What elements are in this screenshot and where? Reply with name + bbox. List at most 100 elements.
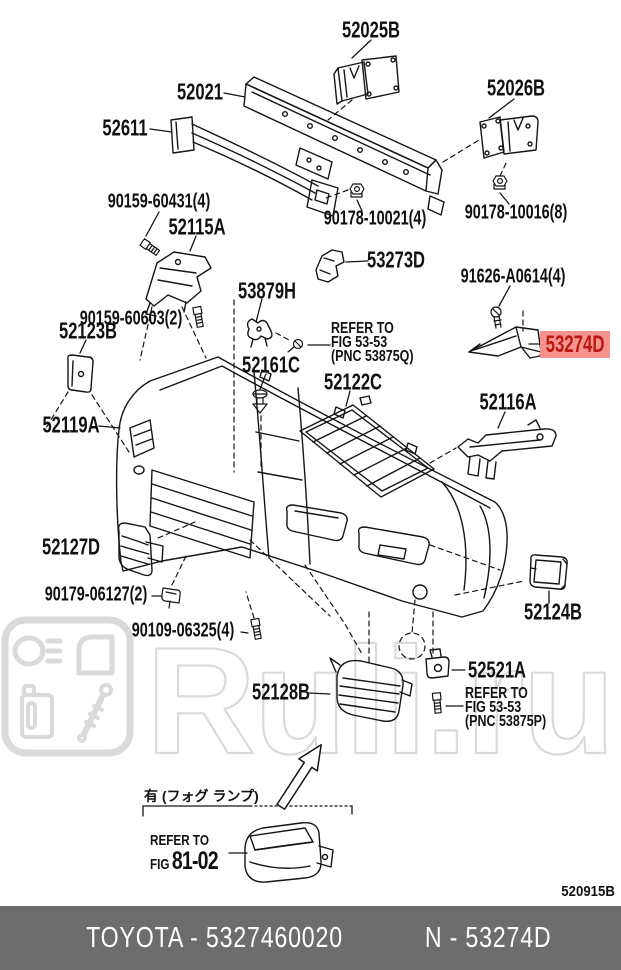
part-label-text: 90109-06325(4): [131, 619, 235, 642]
part-label-text: 90179-06127(2): [44, 583, 148, 606]
part-label-text: 90159-60603(2): [79, 307, 183, 330]
part-drawing-53273d: [315, 249, 345, 283]
part-label-text: 52119A: [42, 411, 100, 438]
part-label-text: 52116A: [479, 388, 537, 415]
part-label-52128b[interactable]: 52128B: [241, 679, 322, 706]
part-label-53273d[interactable]: 53273D: [356, 247, 437, 274]
part-drawing-52122c: [299, 395, 435, 498]
part-label-53274d-highlighted[interactable]: 53274D: [540, 331, 610, 358]
part-drawing-52127d: [117, 522, 164, 577]
part-label-52025b[interactable]: 52025B: [331, 17, 412, 44]
nut-icon-90178-10016: [492, 175, 508, 190]
refer-note-53875p: REFER TO FIG 53-53 (PNC 53875P): [465, 685, 569, 730]
fog-lamp-section-label: 有 (フォグ ランプ): [144, 788, 259, 804]
part-label-52116a[interactable]: 52116A: [468, 389, 547, 416]
car-door-icon: [76, 634, 115, 676]
part-label-text: 52521A: [467, 656, 527, 683]
leader-lines: [79, 39, 550, 854]
part-label-text: 90159-60431(4): [107, 190, 211, 213]
part-label-52127d[interactable]: 52127D: [31, 534, 112, 561]
headlight-icon: [12, 635, 46, 667]
part-label-52124b[interactable]: 52124B: [513, 599, 594, 626]
part-drawing-53879h: [246, 318, 273, 348]
part-drawing-52128b: [329, 657, 413, 722]
part-label-90178-10021[interactable]: 90178-10021(4): [304, 208, 446, 231]
oil-can-icon: [20, 684, 54, 739]
part-label-52611[interactable]: 52611: [94, 115, 157, 142]
footer-part-number: TOYOTA - 5327460020: [85, 921, 343, 954]
refer-note-53875q: REFER TO FIG 53-53 (PNC 53875Q): [331, 320, 437, 365]
part-drawing-52116a: [457, 419, 557, 480]
refer-note-line: REFER TO: [465, 685, 528, 702]
part-label-52026b[interactable]: 52026B: [476, 75, 557, 102]
footer-bar: TOYOTA - 5327460020 N - 53274D: [0, 906, 621, 970]
refer-note-line: (PNC 53875P): [465, 713, 547, 730]
footer-pnc-code: N - 53274D: [424, 921, 552, 954]
part-label-text: 52127D: [41, 533, 101, 560]
part-label-text: 90178-10021(4): [323, 207, 427, 230]
part-label-text: 52122C: [323, 368, 383, 395]
part-label-52115a[interactable]: 52115A: [157, 214, 236, 241]
bolt-icon-90159-60431: [139, 238, 161, 256]
part-label-90179-06127[interactable]: 90179-06127(2): [25, 584, 167, 607]
part-label-text: 53879H: [237, 277, 297, 304]
part-label-52122c[interactable]: 52122C: [313, 369, 394, 396]
refer-note-line: (PNC 53875Q): [331, 348, 414, 365]
screw-icon-53875q: [287, 338, 304, 353]
part-drawing-52521a: [425, 648, 450, 679]
part-label-text: 52123B: [58, 317, 118, 344]
shock-absorber-icon: [77, 683, 113, 743]
fog-section-bracket: [142, 805, 353, 817]
part-label-text: 90178-10016(8): [464, 201, 568, 224]
clip-icon-90179-06127: [161, 587, 181, 609]
part-label-text: 52161C: [241, 351, 301, 378]
refer-note-line: REFER TO: [331, 320, 394, 337]
refer-note-line: REFER TO: [150, 832, 209, 849]
part-label-text: 52025B: [341, 16, 401, 43]
part-label-90159-60603[interactable]: 90159-60603(2): [60, 308, 202, 331]
part-drawing-53274d: [468, 326, 542, 359]
light-rays-icon: [45, 638, 63, 664]
part-label-text: 91626-A0614(4): [460, 265, 566, 288]
part-label-text: 53273D: [366, 246, 426, 273]
part-label-text: 53274D: [545, 330, 605, 358]
part-label-52119a[interactable]: 52119A: [31, 412, 110, 439]
part-label-90109-06325[interactable]: 90109-06325(4): [112, 620, 254, 643]
figure-code-text: 520915B: [561, 883, 615, 900]
pointer-arrow: [276, 743, 322, 811]
refer-note-fig-number: 81-02: [171, 847, 219, 875]
bolt-icon-90159-60603: [192, 305, 204, 328]
screw-icon-91626-a0614: [490, 306, 502, 329]
part-drawing-52124b: [529, 554, 568, 590]
part-label-52123b[interactable]: 52123B: [48, 318, 129, 345]
clip-icon-52161c: [252, 389, 268, 414]
part-drawing-52123b: [67, 354, 94, 393]
ruli-logo-icon: [1, 616, 134, 757]
part-label-text: 52611: [102, 114, 148, 141]
dashed-connector-lines: [45, 99, 525, 664]
refer-note-fig: FIG: [150, 856, 170, 873]
part-label-91626-a0614[interactable]: 91626-A0614(4): [440, 266, 586, 289]
part-drawing-52611: [170, 116, 339, 217]
refer-note-line: FIG 81-02: [150, 847, 219, 876]
part-label-text: 52128B: [251, 678, 311, 705]
refer-note-fig-81-02: REFER TO FIG 81-02: [150, 832, 237, 876]
part-drawing-52119a: [115, 356, 508, 618]
part-label-52021[interactable]: 52021: [168, 79, 232, 106]
part-label-52161c[interactable]: 52161C: [231, 352, 312, 379]
part-label-text: 52115A: [168, 213, 226, 240]
part-label-52521a[interactable]: 52521A: [457, 657, 538, 684]
part-label-text: 52026B: [486, 74, 546, 101]
bolt-icon-53875p: [431, 692, 442, 714]
part-label-90159-60431[interactable]: 90159-60431(4): [88, 191, 230, 214]
refer-note-line: FIG 53-53: [465, 699, 522, 716]
part-label-90178-10016[interactable]: 90178-10016(8): [445, 202, 587, 225]
part-drawing-fog-lamp: [244, 822, 334, 883]
part-label-53879h[interactable]: 53879H: [227, 278, 308, 305]
part-drawing-52021: [243, 76, 445, 216]
bolt-icon-90109-06325: [250, 617, 262, 640]
figure-code: 520915B: [554, 883, 615, 900]
refer-note-line: FIG 53-53: [331, 334, 388, 351]
